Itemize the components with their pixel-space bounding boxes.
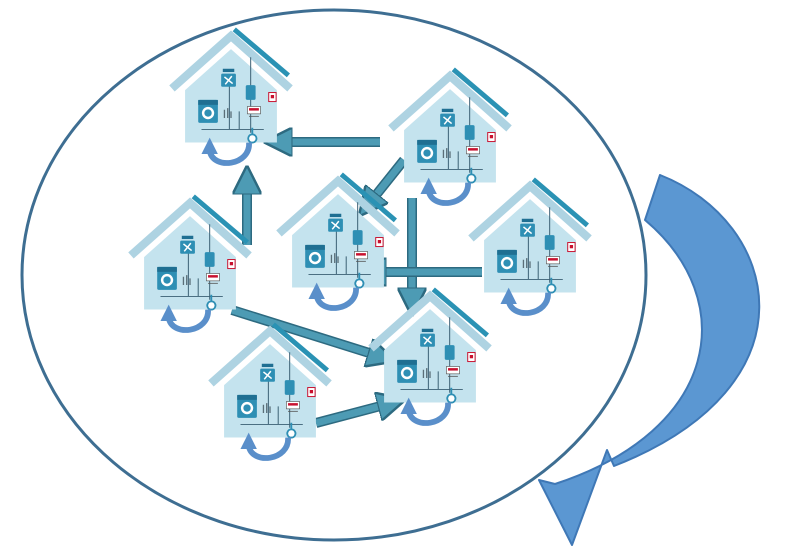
roof-icon	[128, 197, 252, 259]
circular-arrow-icon	[420, 177, 471, 206]
roof-icon	[368, 290, 492, 352]
sensor-icon	[223, 108, 232, 118]
circular-arrow-icon	[160, 304, 211, 333]
sensor-icon	[182, 275, 191, 285]
battery-icon	[444, 345, 455, 360]
roof-icon	[468, 180, 592, 242]
fan-icon	[221, 68, 236, 87]
battery-icon	[204, 252, 215, 267]
solar-panel-icon	[271, 322, 329, 373]
roof-icon	[169, 30, 293, 92]
solar-panel-icon	[431, 287, 489, 338]
washing-machine-icon	[497, 249, 517, 273]
circular-arrow-icon	[201, 137, 252, 166]
solar-panel-icon	[232, 27, 290, 78]
solar-panel-icon	[451, 67, 509, 118]
houses-group	[128, 27, 592, 461]
washing-machine-icon	[237, 394, 257, 418]
circular-arrow-icon	[308, 282, 359, 311]
fan-icon	[520, 218, 535, 237]
roof-icon	[388, 70, 512, 132]
sensor-icon	[330, 253, 339, 263]
community-boundary-ellipse	[20, 8, 648, 542]
circular-arrow-icon	[400, 397, 451, 426]
fan-icon	[180, 235, 195, 254]
connection-arrow-house-3-to-house-6	[230, 305, 382, 357]
smart-home-icon-house-4	[276, 172, 400, 311]
sensor-icon	[522, 258, 531, 268]
smart-home-icon-house-5	[468, 177, 592, 316]
washing-machine-icon	[417, 139, 437, 163]
smart-meter-icon	[247, 106, 261, 117]
connection-arrow-house-7-to-house-6	[314, 403, 392, 428]
smart-meter-icon	[354, 251, 368, 262]
roof-icon	[276, 175, 400, 237]
circular-arrow-icon	[500, 287, 551, 316]
solar-panel-icon	[531, 177, 589, 228]
washing-machine-icon	[157, 266, 177, 290]
roof-icon	[208, 325, 332, 387]
curved-arrow-icon	[538, 174, 761, 546]
smart-home-icon-house-1	[169, 27, 293, 166]
solar-panel-icon	[339, 172, 397, 223]
sensor-icon	[442, 148, 451, 158]
smart-home-icon-house-6	[368, 287, 492, 426]
washing-machine-icon	[198, 99, 218, 123]
battery-icon	[284, 380, 295, 395]
fan-icon	[440, 108, 455, 127]
battery-icon	[544, 235, 555, 250]
connection-arrow-house-2-to-house-4	[368, 156, 408, 205]
fan-icon	[260, 363, 275, 382]
washing-machine-icon	[397, 359, 417, 383]
fan-icon	[328, 213, 343, 232]
battery-icon	[245, 85, 256, 100]
solar-panel-icon	[191, 194, 249, 245]
smart-home-icon-house-7	[208, 322, 332, 461]
smart-meter-icon	[546, 256, 560, 267]
smart-home-icon-house-2	[388, 67, 512, 206]
circular-arrow-icon	[240, 432, 291, 461]
smart-meter-icon	[206, 273, 220, 284]
sensor-icon	[262, 403, 271, 413]
smart-meter-icon	[286, 401, 300, 412]
fan-icon	[420, 328, 435, 347]
smart-meter-icon	[466, 146, 480, 157]
smart-meter-icon	[446, 366, 460, 377]
washing-machine-icon	[305, 244, 325, 268]
battery-icon	[464, 125, 475, 140]
sensor-icon	[422, 368, 431, 378]
smart-home-icon-house-3	[128, 194, 252, 333]
battery-icon	[352, 230, 363, 245]
energy-exchange-arrows	[230, 142, 482, 428]
